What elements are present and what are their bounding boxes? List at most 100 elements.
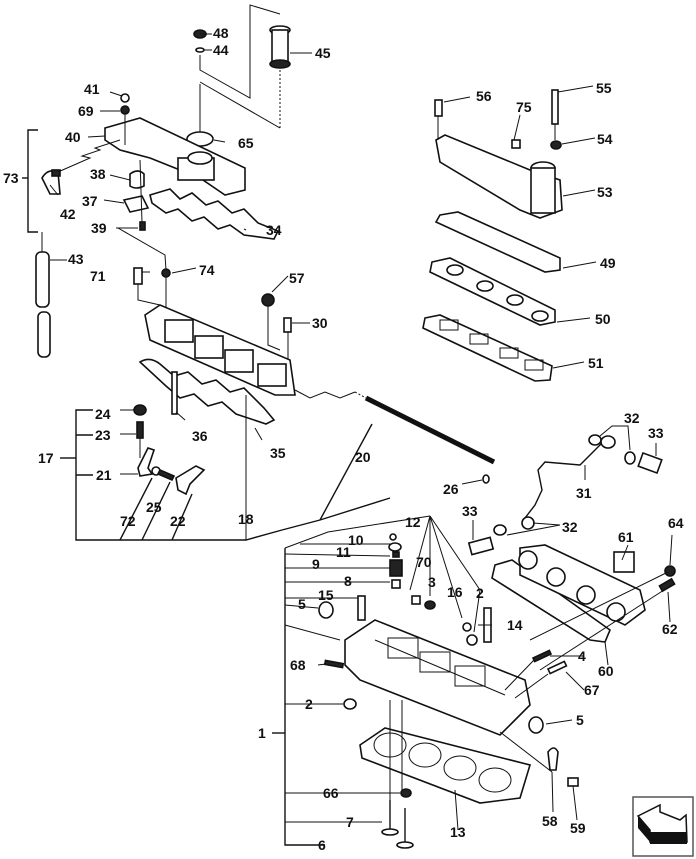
- callout-48: 48: [213, 25, 229, 41]
- callout-44: 44: [213, 42, 229, 58]
- part-57-switch: [261, 293, 275, 307]
- callout-6: 6: [318, 837, 326, 853]
- part-50-plate: [429, 257, 556, 326]
- callout-70: 70: [416, 554, 432, 570]
- callout-65: 65: [238, 135, 254, 151]
- part-58-lifting-eye: [547, 747, 559, 771]
- part-13-head-gasket: [359, 727, 532, 804]
- part-55-bolt: [551, 89, 559, 140]
- part-62-stud: [658, 577, 676, 593]
- callout-12: 12: [405, 514, 421, 530]
- part-6-valve: [396, 808, 414, 849]
- callout-39: 39: [91, 220, 107, 236]
- part-44-washer: [195, 47, 205, 53]
- part-42-elbow: [41, 169, 61, 195]
- callout-32-upper: 32: [624, 410, 640, 426]
- callout-75: 75: [516, 99, 532, 115]
- callout-62: 62: [662, 621, 678, 637]
- callout-10: 10: [348, 532, 364, 548]
- part-22-rocker-arm: [175, 465, 206, 496]
- part-11-retainer: [392, 551, 400, 558]
- part-24-cap: [133, 404, 147, 416]
- callout-2-upper: 2: [476, 585, 484, 601]
- callout-24: 24: [95, 406, 111, 422]
- part-12-keeper: [389, 533, 397, 541]
- part-20-push-rod: [354, 391, 496, 465]
- part-32-washer: [588, 434, 636, 465]
- part-36-stud: [171, 371, 178, 415]
- callout-57: 57: [289, 270, 305, 286]
- part-56-bolt: [434, 99, 443, 140]
- part-8-seal: [391, 579, 401, 589]
- callout-67: 67: [584, 682, 600, 698]
- callout-68: 68: [290, 657, 306, 673]
- part-40-valve-cover-breather: [104, 117, 246, 196]
- part-69-nut: [120, 105, 130, 115]
- part-43-hose: [35, 251, 51, 358]
- callout-36: 36: [192, 428, 208, 444]
- part-53-rocker-cover: [435, 134, 563, 219]
- callout-15: 15: [318, 587, 334, 603]
- callout-5-lower: 5: [576, 712, 584, 728]
- callout-50: 50: [595, 311, 611, 327]
- part-23-spring: [136, 421, 144, 439]
- next-page-arrow-icon[interactable]: [632, 796, 694, 857]
- callout-53: 53: [597, 184, 613, 200]
- callout-64: 64: [668, 515, 684, 531]
- part-34-gasket: [149, 188, 280, 240]
- part-68-stud: [323, 659, 345, 669]
- part-51-gasket: [422, 314, 553, 382]
- part-2a-plug: [466, 634, 478, 646]
- part-31-return-pipe: [524, 435, 616, 519]
- callout-58: 58: [542, 813, 558, 829]
- callout-11: 11: [336, 544, 351, 560]
- part-2b-plug: [343, 698, 357, 710]
- callout-40: 40: [65, 129, 81, 145]
- part-10-cap: [388, 542, 402, 552]
- part-16-ring: [462, 622, 472, 632]
- part-7-valve: [381, 800, 399, 836]
- callout-54: 54: [597, 131, 613, 147]
- callout-9: 9: [312, 556, 320, 572]
- part-rocker-housing: [144, 304, 296, 396]
- part-70-seal: [411, 595, 421, 605]
- callout-38: 38: [90, 166, 106, 182]
- part-75-plug: [511, 139, 521, 149]
- callout-73: 73: [3, 170, 19, 186]
- part-54-washer: [550, 140, 562, 150]
- callout-60: 60: [598, 663, 614, 679]
- part-33b-bolt: [467, 536, 495, 556]
- callout-26: 26: [443, 481, 459, 497]
- part-67-dowel: [546, 660, 568, 675]
- callout-51: 51: [588, 355, 604, 371]
- part-3-seal: [424, 600, 436, 610]
- callout-3: 3: [428, 574, 436, 590]
- part-32b-washers: [493, 516, 535, 536]
- part-45-filler-tube: [269, 25, 291, 128]
- callout-45: 45: [315, 45, 331, 61]
- callout-74: 74: [199, 262, 215, 278]
- callout-20: 20: [355, 449, 371, 465]
- part-71-bolt: [133, 267, 143, 285]
- part-5a-plug: [318, 601, 334, 619]
- part-49-gasket: [434, 211, 561, 273]
- callout-41: 41: [84, 81, 100, 97]
- part-39-screw: [139, 221, 146, 231]
- callout-34: 34: [266, 222, 282, 238]
- callout-69: 69: [78, 103, 94, 119]
- callout-14: 14: [507, 617, 523, 633]
- callout-72: 72: [120, 513, 136, 529]
- part-21-rocker-arm: [137, 447, 156, 477]
- part-64-nut: [664, 565, 676, 577]
- callout-37: 37: [82, 193, 98, 209]
- part-25-spring: [156, 468, 176, 482]
- part-41-plug: [120, 93, 130, 103]
- part-15-bolt: [357, 595, 366, 621]
- callout-25: 25: [146, 499, 162, 515]
- callout-22: 22: [170, 513, 186, 529]
- callout-8: 8: [344, 573, 352, 589]
- callout-21: 21: [96, 467, 112, 483]
- part-66-seal: [400, 788, 412, 798]
- callout-43: 43: [68, 251, 84, 267]
- part-9-spring: [389, 559, 403, 577]
